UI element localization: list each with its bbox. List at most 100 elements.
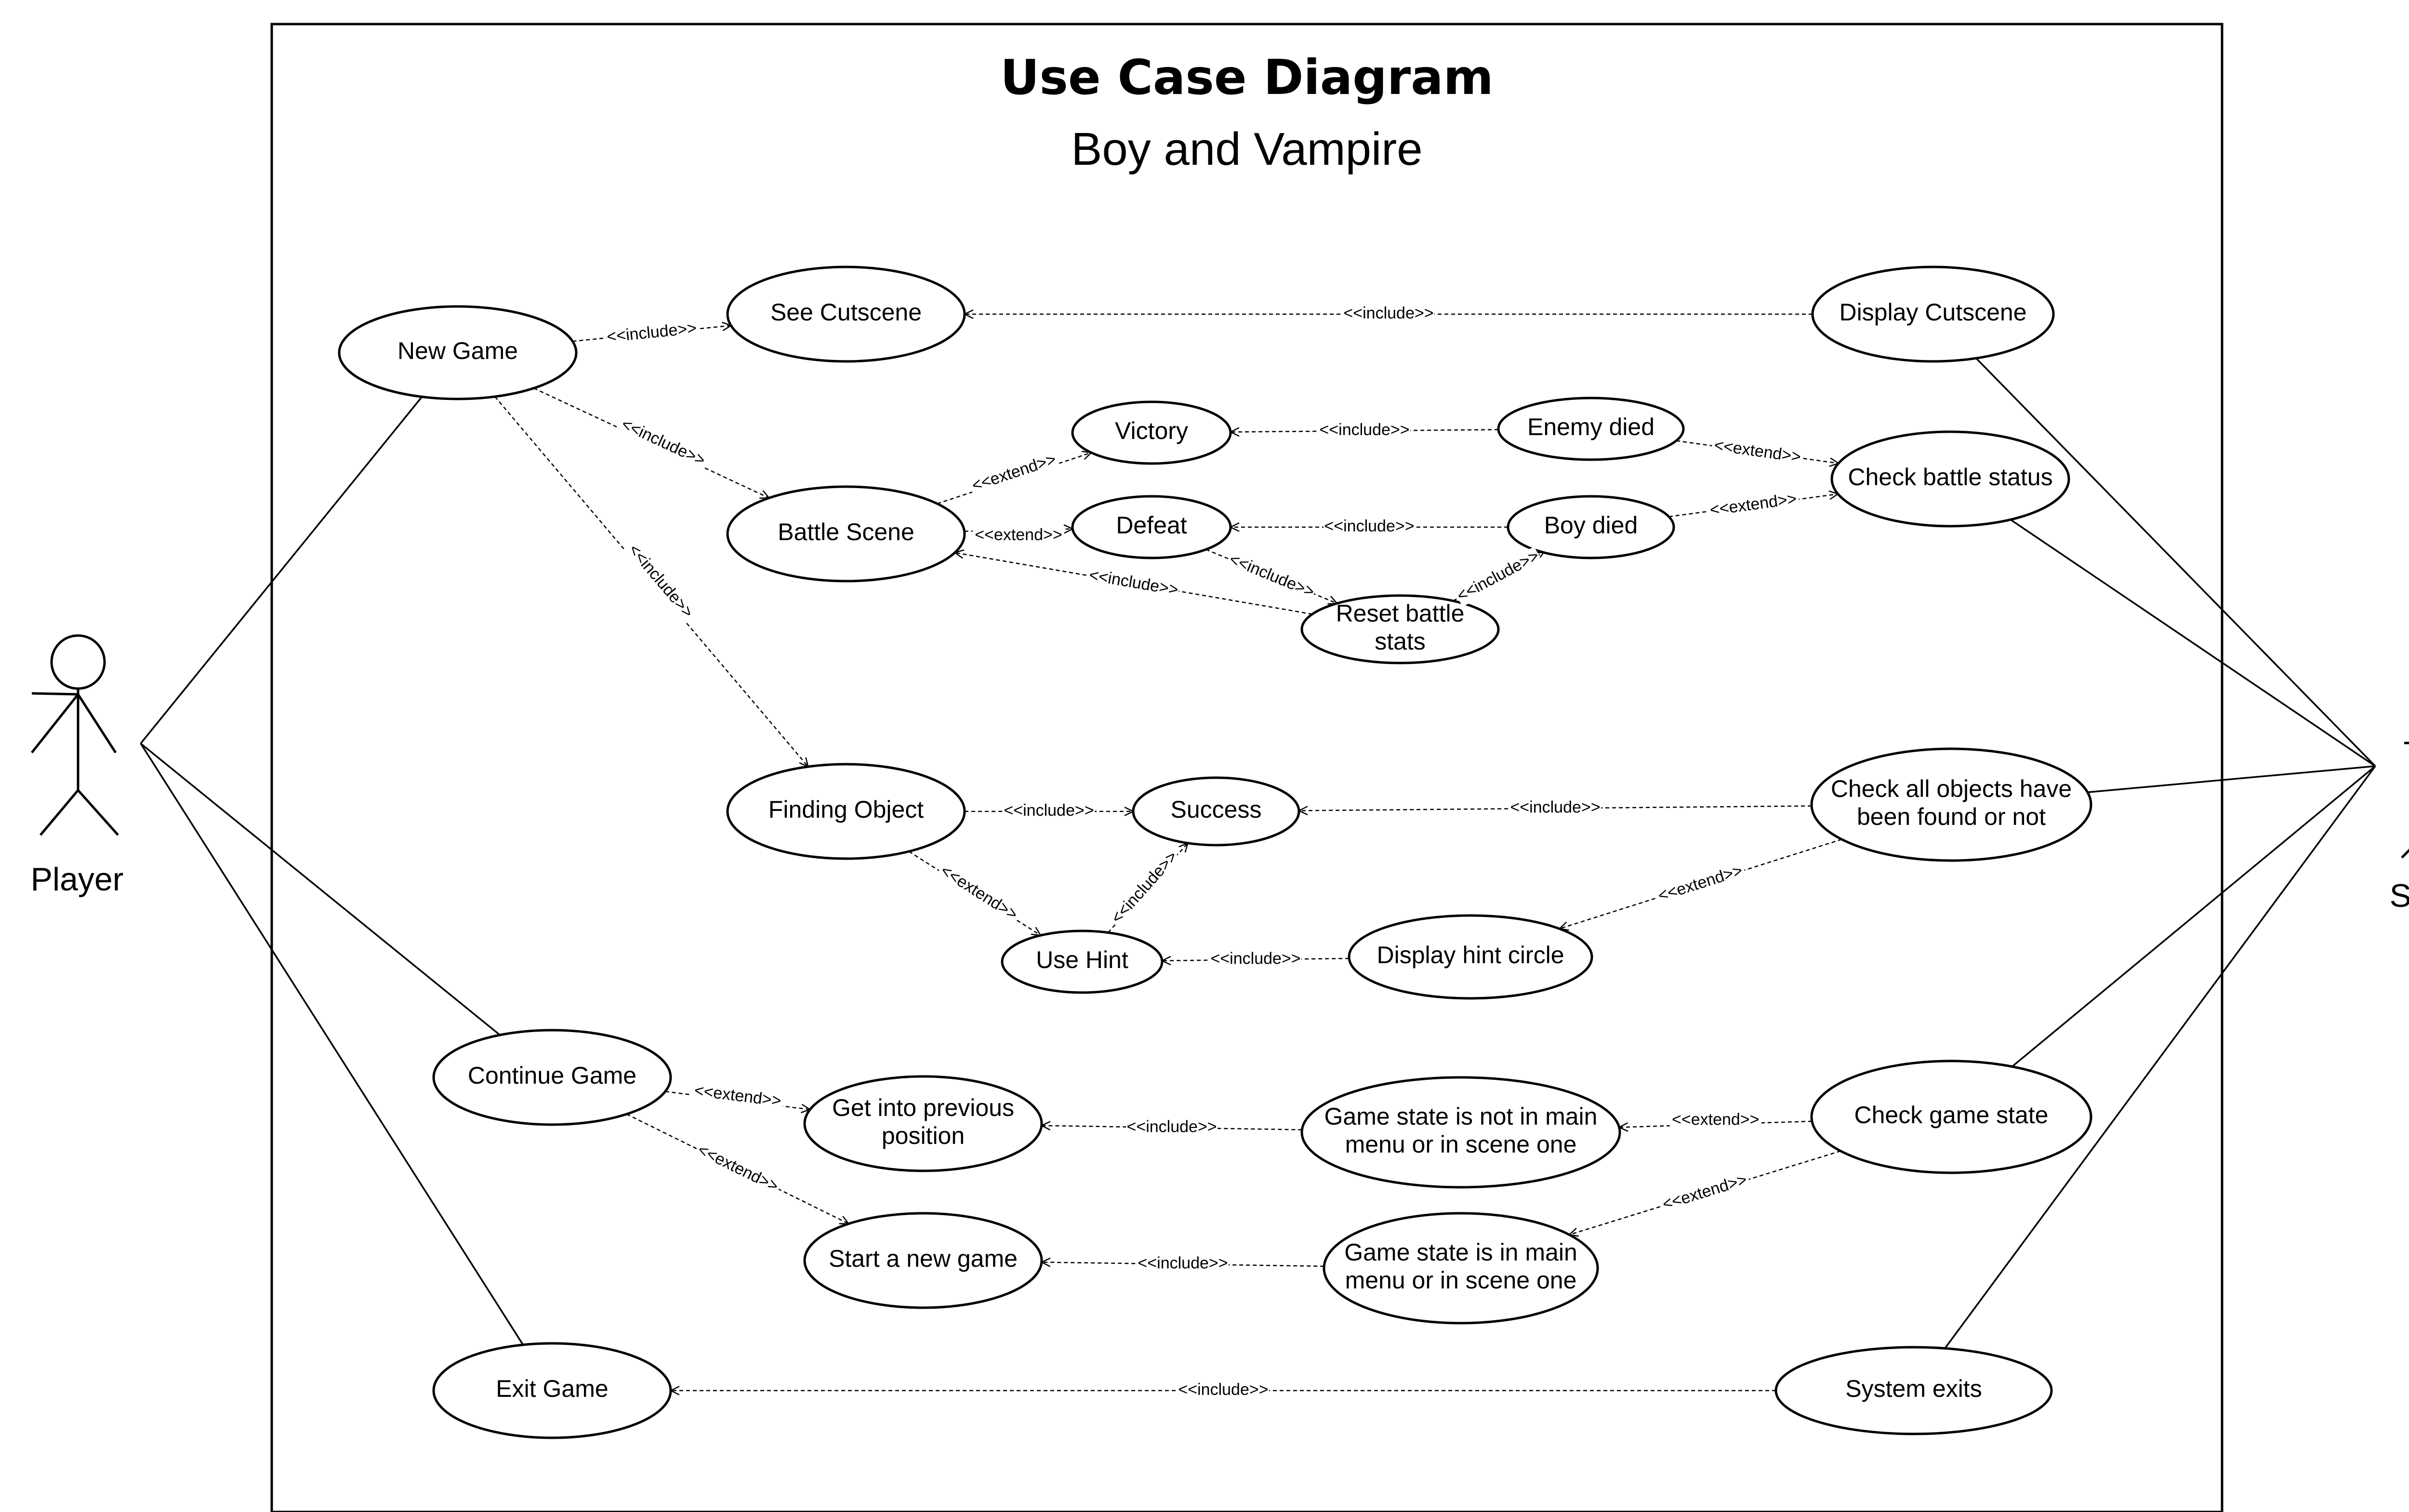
relationship-label-text: <<include>> [1004,801,1094,820]
relationship-label: <<extend>> [1654,861,1747,907]
use-case-ellipse [432,1342,672,1439]
association-player-new_game [140,396,423,744]
association-system-check_game_state [2012,765,2376,1067]
label-background [692,1140,783,1198]
use-case-label: Display Cutscene [1839,299,2026,326]
use-case-label: Finding Object [768,796,924,823]
relationship-enemy_died-victory [1230,429,1499,433]
relationship-label: <<include>> [1107,847,1183,928]
label-background [1343,305,1434,324]
label-background [1107,847,1183,928]
use-case-label: Game state is not in main [1324,1103,1598,1130]
relationship-label-text: <<include>> [1227,550,1317,601]
label-background [1086,566,1180,601]
relationship-label: <<include>> [1225,550,1318,603]
diagram-title: Use Case Diagram [1000,49,1494,106]
use-case-ellipse [1323,1212,1599,1325]
relationship-label: <<include>> [1343,304,1434,324]
use-case-label: Continue Game [468,1062,636,1089]
relationship-label: <<include>> [623,540,697,623]
label-background [935,861,1023,927]
system-boundary [270,23,2224,1512]
use-case-victory[interactable]: Victory [1071,400,1232,465]
use-case-battle-scene[interactable]: Battle Scene [726,485,966,583]
association-lines [140,358,2376,1349]
use-case-label: stats [1375,628,1426,655]
label-background [1710,436,1804,468]
use-case-start-new-game[interactable]: Start a new game [803,1212,1043,1309]
use-case-label: Battle Scene [778,518,914,545]
relationship-label: <<include>> [1324,517,1415,537]
relationship-label: <<include>> [1509,798,1602,818]
relationship-label-text: <<include>> [1210,950,1300,968]
relationship-label-text: <<extend>> [1672,1110,1760,1128]
label-background [1509,798,1602,818]
use-case-ellipse [803,1075,1043,1172]
diagram-subtitle: Boy and Vampire [1071,123,1422,175]
use-case-display-cutscene[interactable]: Display Cutscene [1811,265,2055,363]
use-case-ellipse [1071,495,1232,559]
use-case-label: menu or in scene one [1345,1131,1577,1158]
use-case-ellipse [1497,397,1685,461]
use-case-label: Start a new game [829,1245,1018,1272]
relationship-label-text: <<extend>> [975,526,1062,544]
use-case-enemy-died[interactable]: Enemy died [1497,397,1685,461]
relationship-label-text: <<include>> [1454,546,1542,605]
use-case-ellipse [1507,495,1675,559]
label-background [1178,1381,1269,1400]
use-case-success[interactable]: Success [1132,776,1300,847]
label-background [1225,550,1318,603]
relationship-label-text: <<include>> [1126,1117,1217,1136]
player-legs [40,789,79,836]
relationship-label: <<extend>> [1669,1110,1761,1130]
use-case-label: Victory [1115,417,1188,444]
use-case-see-cutscene[interactable]: See Cutscene [726,265,966,363]
relationship-display_hint_circle-use_hint [1162,957,1350,962]
use-case-exit-game[interactable]: Exit Game [432,1342,672,1439]
relationship-label: <<include>> [1086,566,1180,601]
relationship-label: <<extend>> [1710,436,1804,468]
use-case-ellipse [1300,1076,1621,1189]
use-case-boy-died[interactable]: Boy died [1507,495,1675,559]
system-label: System [2390,877,2409,914]
relationship-label: <<extend>> [935,861,1023,927]
relationship-label: <<include>> [1453,546,1544,607]
use-case-label: Exit Game [496,1375,608,1402]
system-legs [2401,849,2409,859]
relationship-label: <<extend>> [1707,490,1800,521]
player-legs [77,789,119,836]
use-case-ellipse [803,1212,1043,1309]
label-background [1126,1118,1218,1138]
association-system-display_cutscene [1975,358,2376,767]
relationship-boy_died-check_battle_status [1668,493,1839,517]
use-case-defeat[interactable]: Defeat [1071,495,1232,559]
relationship-label: <<include>> [1126,1117,1218,1138]
use-case-label: position [882,1122,965,1149]
relationship-label: <<include>> [1178,1380,1269,1400]
relationship-label: <<include>> [1003,801,1095,821]
use-case-check-game-state[interactable]: Check game state [1810,1060,2092,1174]
use-case-use-hint[interactable]: Use Hint [1001,929,1164,994]
use-case-label: Display hint circle [1377,942,1564,968]
label-background [1453,546,1544,607]
use-case-label: Get into previous [832,1094,1014,1121]
relationship-label-text: <<extend>> [938,862,1021,924]
use-case-finding-object[interactable]: Finding Object [726,763,966,860]
relationship-continue_game-get_into_previous [665,1091,810,1110]
use-case-system-exits[interactable]: System exits [1774,1346,2053,1435]
relationship-label-text: <<include>> [1088,566,1180,599]
use-case-new-game[interactable]: New Game [338,305,578,400]
use-case-label: been found or not [1857,803,2046,830]
label-background [617,415,709,471]
label-background [1654,861,1747,907]
use-case-label: Reset battle [1336,600,1465,627]
association-system-system_exits [1944,765,2376,1349]
use-case-display-hint-circle[interactable]: Display hint circle [1348,914,1593,1000]
use-case-continue-game[interactable]: Continue Game [432,1029,672,1126]
use-case-check-battle-status[interactable]: Check battle status [1830,430,2070,528]
